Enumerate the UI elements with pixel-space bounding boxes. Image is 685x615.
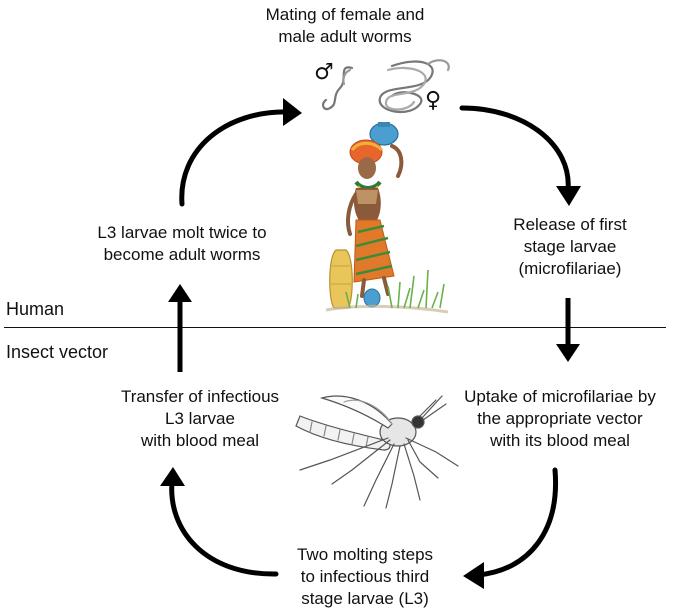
arrow-to-release-head (556, 186, 581, 206)
mosquito-icon (295, 395, 459, 509)
arrow-to-transfer-head (160, 467, 185, 486)
vector-zone-label: Insect vector (6, 342, 109, 362)
arrow-to-transfer (169, 479, 279, 577)
molting-label-line-2: to infectious third (300, 567, 430, 586)
female-symbol: ♀ (424, 88, 442, 113)
uptake-label-line-2: the appropriate vector (477, 409, 643, 428)
arrow-to-mating (179, 109, 293, 207)
mating-label-line-2: male adult worms (278, 27, 412, 46)
mating-label: Mating of female and male adult worms (250, 4, 440, 48)
adult-label: L3 larvae molt twice to become adult wor… (72, 222, 292, 266)
transfer-label: Transfer of infectious L3 larvae with bl… (100, 386, 300, 452)
arrow-to-mating-head (283, 98, 302, 126)
release-label-line-2: stage larvae (523, 237, 617, 256)
arrow-to-uptake-head (556, 344, 580, 362)
uptake-label: Uptake of microfilariae by the appropria… (438, 386, 682, 452)
arrow-to-adult-head (168, 284, 192, 302)
molting-label-line-1: Two molting steps (296, 545, 434, 564)
arrow-to-molting-head (463, 562, 484, 589)
human-zone-label: Human (6, 299, 65, 319)
arrow-to-release (459, 105, 571, 193)
mating-label-line-1: Mating of female and (265, 5, 425, 24)
release-label: Release of first stage larvae (microfila… (480, 214, 660, 280)
male-symbol: ♂ (314, 60, 334, 85)
transfer-label-line-2: L3 larvae (165, 409, 235, 428)
transfer-label-line-1: Transfer of infectious (120, 387, 280, 406)
molting-label-line-3: stage larvae (L3) (301, 589, 429, 608)
transfer-label-line-3: with blood meal (140, 431, 260, 450)
human-vector-divider (4, 327, 666, 328)
adult-label-line-1: L3 larvae molt twice to (97, 223, 267, 242)
worm-pair-icon (321, 59, 450, 113)
arrow-to-molting (475, 467, 559, 578)
woman-carrying-water-pot-icon (325, 122, 449, 314)
release-label-line-3: (microfilariae) (518, 259, 622, 278)
uptake-label-line-1: Uptake of microfilariae by (464, 387, 656, 406)
adult-label-line-2: become adult worms (103, 245, 261, 264)
uptake-label-line-3: with its blood meal (490, 431, 630, 450)
release-label-line-1: Release of first (513, 215, 627, 234)
molting-label: Two molting steps to infectious third st… (270, 544, 460, 610)
